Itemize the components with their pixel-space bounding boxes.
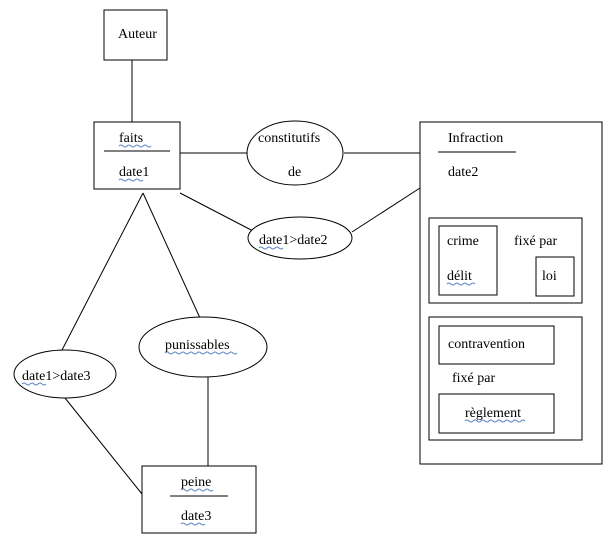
peine-date-label: date3 xyxy=(181,509,211,524)
peine-box xyxy=(141,465,257,534)
infraction-date-label: date2 xyxy=(448,165,478,180)
peine-date-underline xyxy=(180,522,206,526)
constitutifs-label: constitutifs xyxy=(258,131,320,146)
punissables-label: punissables xyxy=(165,338,230,353)
peine-label: peine xyxy=(181,475,211,490)
reglement-box xyxy=(438,393,555,434)
infraction-label: Infraction xyxy=(448,131,503,146)
constitutifs-ellipse xyxy=(246,120,344,186)
contravention-label: contravention xyxy=(448,337,525,352)
delit-underline xyxy=(446,282,476,286)
constitutifs-de-label: de xyxy=(288,165,301,180)
line-faits-date1date2 xyxy=(179,192,256,233)
line-faits-date1date3 xyxy=(61,192,144,351)
faits-date-label: date1 xyxy=(119,165,149,180)
faits-box xyxy=(93,121,181,190)
crime-label: crime xyxy=(447,234,479,249)
date1-date3-ellipse xyxy=(13,349,117,399)
date1-date2-underline xyxy=(258,246,284,250)
fixe-par-1-label: fixé par xyxy=(514,234,557,249)
contravention-box xyxy=(438,325,555,365)
date1-date3-label: date1>date3 xyxy=(22,369,91,384)
line-date1date2-infraction xyxy=(351,187,421,233)
date1-date3-underline xyxy=(21,382,47,386)
punissables-underline xyxy=(164,351,238,355)
faits-underline xyxy=(118,144,152,148)
auteur-box xyxy=(103,9,168,61)
line-date1date3-peine xyxy=(64,397,143,495)
faits-date-underline xyxy=(118,178,144,182)
loi-box xyxy=(535,256,575,297)
loi-label: loi xyxy=(542,269,557,284)
date1-date2-label: date1>date2 xyxy=(259,233,328,248)
reglement-underline xyxy=(464,419,526,423)
punissables-ellipse xyxy=(138,316,268,378)
auteur-label: Auteur xyxy=(118,27,157,42)
crime-delit-box xyxy=(438,225,498,296)
faits-label: faits xyxy=(119,131,143,146)
fixe-par-2-label: fixé par xyxy=(452,371,495,386)
line-faits-punissables xyxy=(142,192,201,319)
peine-underline xyxy=(180,488,214,492)
delit-label: délit xyxy=(447,269,472,284)
reglement-label: règlement xyxy=(465,406,521,421)
